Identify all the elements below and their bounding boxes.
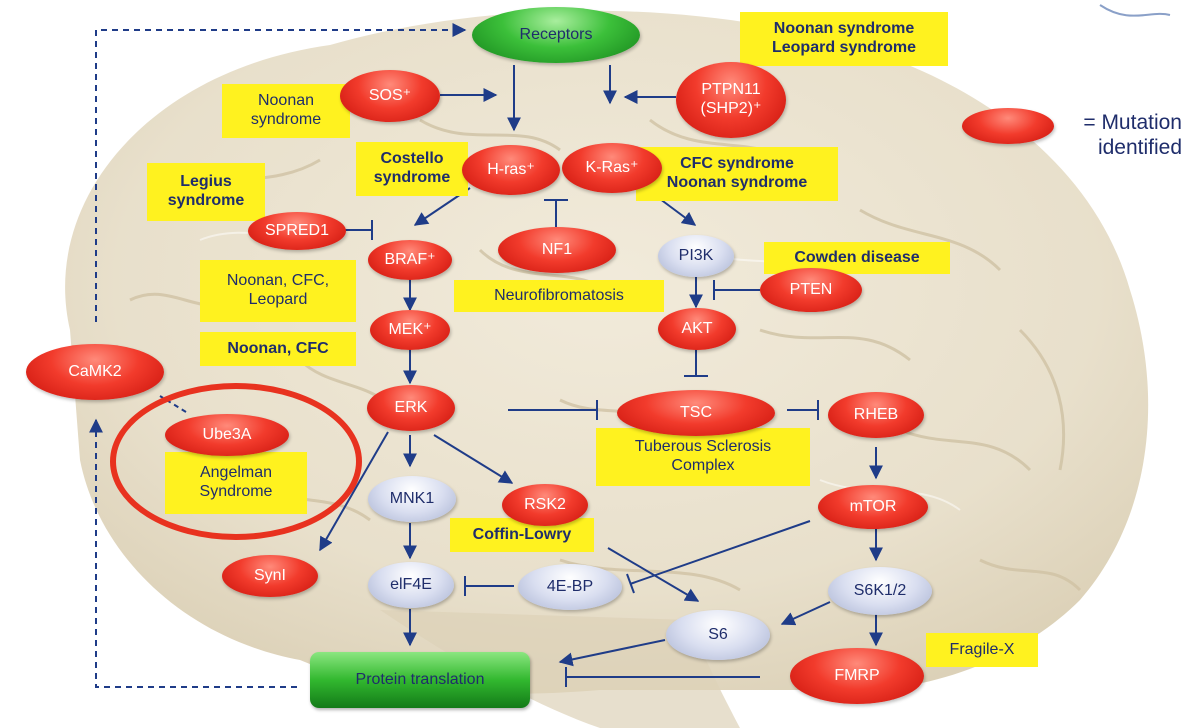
- label-angelman: Angelman Syndrome: [165, 452, 307, 514]
- legend-mutation-swatch: [962, 108, 1054, 144]
- edge-erk-rsk2: [433, 434, 514, 484]
- label-cfc-noonan: CFC syndrome Noonan syndrome: [636, 147, 838, 201]
- corner-sketch-line: [1099, 4, 1171, 17]
- edge-s6k-s6: [780, 601, 831, 626]
- node-ube3a: Ube3A: [165, 414, 289, 456]
- label-tsc-complex: Tuberous Sclerosis Complex: [596, 428, 810, 486]
- edge-mtor-4ebp-inhibit: [629, 520, 811, 585]
- node-4ebp: 4E-BP: [518, 564, 622, 610]
- label-noonan-cfc: Noonan, CFC: [200, 332, 356, 366]
- node-hras: H-ras⁺: [462, 145, 560, 195]
- node-syni: SynI: [222, 555, 318, 597]
- label-cowden: Cowden disease: [764, 242, 950, 274]
- label-fragile-x: Fragile-X: [926, 633, 1038, 667]
- label-neurofibromatosis: Neurofibromatosis: [454, 280, 664, 312]
- node-rheb: RHEB: [828, 392, 924, 438]
- edge-erk-syni: [319, 431, 389, 552]
- edge-translation-camk2-dashed: [89, 418, 297, 688]
- node-receptors: Receptors: [472, 7, 640, 63]
- node-tsc: TSC: [617, 390, 775, 436]
- label-costello: Costello syndrome: [356, 142, 468, 196]
- node-s6: S6: [666, 610, 770, 660]
- edge-s6-translation: [558, 639, 666, 667]
- node-camk2: CaMK2: [26, 344, 164, 400]
- node-s6k: S6K1/2: [828, 567, 932, 615]
- node-nf1: NF1: [498, 227, 616, 273]
- node-akt: AKT: [658, 308, 736, 350]
- label-noonan-cfc-leopard: Noonan, CFC, Leopard: [200, 260, 356, 322]
- node-protein-translation: Protein translation: [310, 652, 530, 708]
- angelman-highlight-ring: [110, 383, 362, 540]
- node-mek: MEK⁺: [370, 310, 450, 350]
- node-fmrp: FMRP: [790, 648, 924, 704]
- node-mnk1: MNK1: [368, 476, 456, 522]
- edge-rsk2-s6: [607, 547, 700, 602]
- label-coffin-lowry: Coffin-Lowry: [450, 518, 594, 552]
- node-braf: BRAF⁺: [368, 240, 452, 280]
- node-eif4e: elF4E: [368, 562, 454, 608]
- node-rsk2: RSK2: [502, 484, 588, 526]
- label-legius: Legius syndrome: [147, 163, 265, 221]
- label-noonan-sos: Noonan syndrome: [222, 84, 350, 138]
- node-kras: K-Ras⁺: [562, 143, 662, 193]
- label-noonan-leopard: Noonan syndrome Leopard syndrome: [740, 12, 948, 66]
- edge-camk2-receptors-dashed: [95, 23, 467, 322]
- node-erk: ERK: [367, 385, 455, 431]
- node-pi3k: PI3K: [658, 235, 734, 277]
- node-spred1: SPRED1: [248, 212, 346, 250]
- legend-text: = Mutation identified: [1083, 111, 1182, 160]
- node-ptpn11: PTPN11 (SHP2)⁺: [676, 62, 786, 138]
- node-sos: SOS⁺: [340, 70, 440, 122]
- node-pten: PTEN: [760, 268, 862, 312]
- node-mtor: mTOR: [818, 485, 928, 529]
